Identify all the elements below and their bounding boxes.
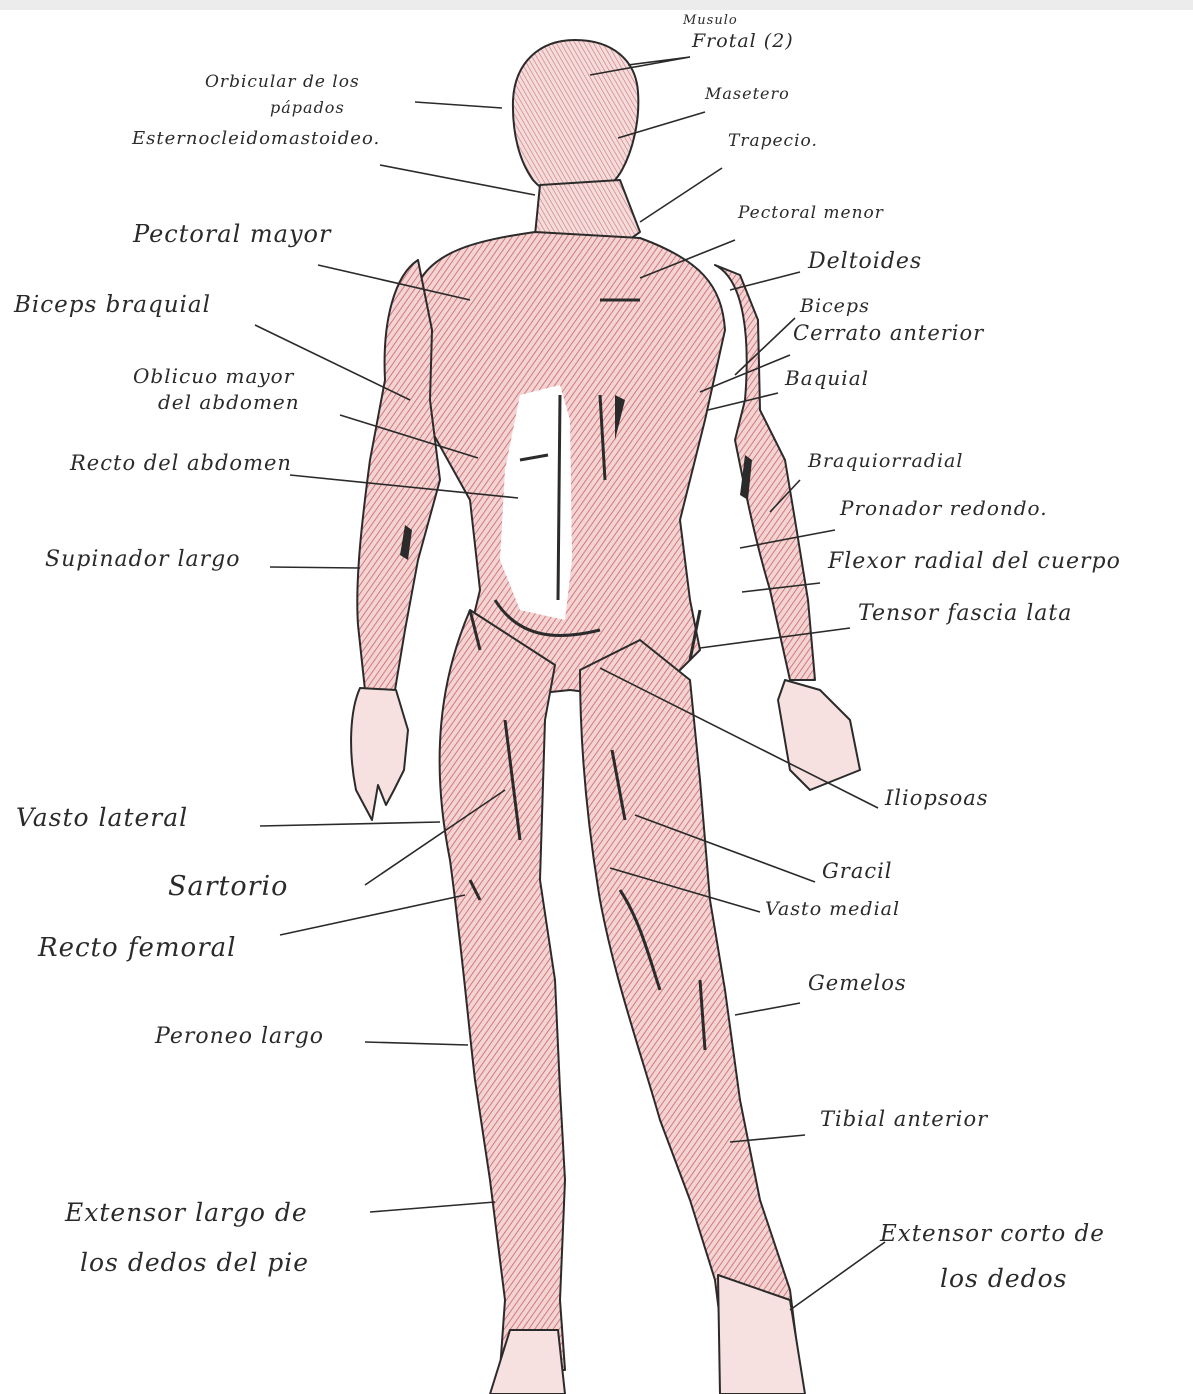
hand-right [778, 680, 860, 790]
leader-recto-femoral [280, 895, 465, 935]
label-pectoral-mayor: Pectoral mayor [133, 222, 331, 247]
label-gracil: Gracil [822, 860, 893, 882]
label-masetero: Masetero [705, 86, 790, 103]
body-figure [351, 40, 860, 1394]
label-vasto-medial: Vasto medial [765, 900, 900, 920]
arm-left [357, 260, 440, 690]
leader-vasto-lateral [260, 822, 440, 826]
label-tensor: Tensor fascia lata [858, 602, 1072, 625]
foot-right [718, 1275, 805, 1394]
label-orbicular-1: Orbicular de los [205, 74, 360, 92]
leader-peroneo [365, 1042, 468, 1045]
label-biceps: Biceps [800, 297, 870, 317]
label-pectoral-menor: Pectoral menor [738, 205, 884, 223]
label-deltoides: Deltoides [808, 250, 922, 273]
label-sartorio: Sartorio [168, 873, 288, 901]
label-extensor-largo-1: Extensor largo de [65, 1200, 308, 1226]
leader-gemelos [735, 1003, 800, 1015]
label-peroneo-largo: Peroneo largo [155, 1025, 324, 1048]
leader-supinador [270, 567, 360, 568]
label-braquiorradial: Braquiorradial [808, 452, 963, 472]
head [513, 40, 638, 198]
label-recto-femoral: Recto femoral [38, 935, 236, 962]
leg-left [440, 610, 565, 1370]
label-orbicular-2: pápados [270, 100, 345, 117]
leader-esterno [380, 165, 535, 195]
label-oblicuo-1: Oblicuo mayor [133, 366, 294, 387]
leader-tensor [700, 628, 850, 648]
label-extensor-corto-2: los dedos [940, 1266, 1068, 1292]
label-frontal: Frotal (2) [692, 32, 794, 52]
label-extensor-largo-2: los dedos del pie [80, 1250, 309, 1276]
leader-extensor-largo [370, 1202, 495, 1212]
leader-trapecio [640, 168, 722, 222]
label-supinador: Supinador largo [45, 548, 240, 571]
leader-extensor-corto [790, 1242, 885, 1310]
label-oblicuo-2: del abdomen [158, 392, 300, 413]
label-extensor-corto-1: Extensor corto de [880, 1222, 1105, 1246]
label-vasto-lateral: Vasto lateral [16, 805, 188, 831]
label-braquial: Baquial [785, 368, 869, 389]
hand-left [351, 688, 408, 820]
label-pronador: Pronador redondo. [840, 498, 1048, 519]
label-serrato: Cerrato anterior [793, 322, 984, 344]
label-tibial-anterior: Tibial anterior [820, 1108, 988, 1130]
label-iliopsoas: Iliopsoas [885, 787, 989, 809]
leader-orbicular [415, 102, 502, 108]
label-esternocleidomastoideo: Esternocleidomastoideo. [132, 130, 380, 149]
label-recto-abdomen: Recto del abdomen [70, 452, 292, 474]
label-trapecio: Trapecio. [728, 133, 818, 151]
label-gemelos: Gemelos [808, 972, 907, 994]
label-musculo: Musulo [683, 14, 738, 28]
leg-right [580, 640, 800, 1370]
label-biceps-braquial: Biceps braquial [14, 293, 211, 317]
label-flexor: Flexor radial del cuerpo [828, 550, 1121, 573]
